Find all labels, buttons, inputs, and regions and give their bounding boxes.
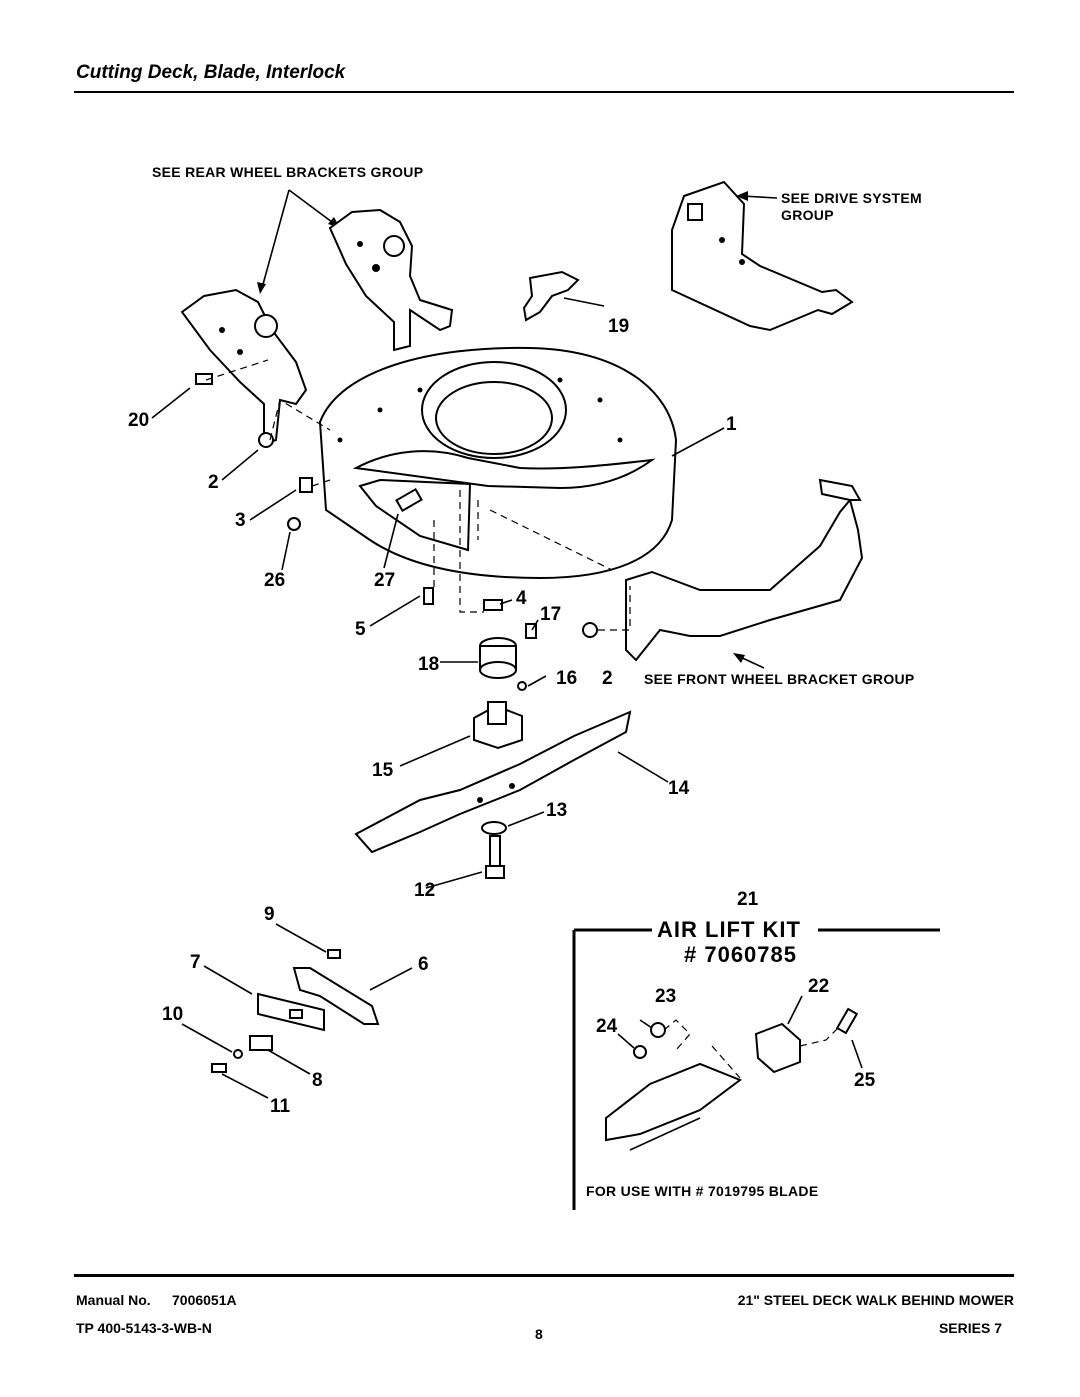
hardware-20-bolt <box>195 373 213 385</box>
drive-note-arrow <box>736 191 778 201</box>
hardware-2-nut-front <box>582 622 598 638</box>
header-rule <box>74 91 1014 93</box>
footer-page-number: 8 <box>535 1326 543 1342</box>
interlock-bracket-6 <box>292 967 380 1025</box>
callout-26: 26 <box>264 570 285 591</box>
washer-13 <box>481 821 507 835</box>
pulley-18 <box>479 637 517 679</box>
leader-lines <box>151 297 725 1099</box>
key-16 <box>517 681 527 691</box>
callout-7: 7 <box>190 952 201 973</box>
hardware-5-bolt <box>423 587 434 605</box>
callout-14: 14 <box>668 778 690 799</box>
callout-20: 20 <box>128 410 149 431</box>
callout-24: 24 <box>596 1016 618 1037</box>
air-lift-kit-usage: FOR USE WITH # 7019795 BLADE <box>586 1183 818 1199</box>
callout-10: 10 <box>162 1004 183 1025</box>
callout-22: 22 <box>808 976 829 997</box>
footer-manual-number: 7006051A <box>172 1292 237 1308</box>
rear-wheel-bracket-right <box>328 208 454 352</box>
hardware-4-bolt <box>483 599 503 611</box>
hardware-17-key <box>525 623 537 639</box>
callout-4: 4 <box>516 588 527 609</box>
interlock-plate-7 <box>257 992 325 1032</box>
hardware-2-nut <box>258 432 274 448</box>
note-drive-system-2: GROUP <box>781 207 834 223</box>
callout-16: 16 <box>556 668 577 689</box>
rear-wheel-bracket-left <box>180 288 308 446</box>
note-front-wheel: SEE FRONT WHEEL BRACKET GROUP <box>644 671 915 687</box>
footer-tp-code: TP 400-5143-3-WB-N <box>76 1320 212 1336</box>
callout-2-front: 2 <box>602 668 613 689</box>
hardware-3-bolt <box>299 477 313 493</box>
footer-rule <box>74 1274 1014 1277</box>
blade-bolt-12 <box>485 835 505 879</box>
screw-9 <box>327 949 341 959</box>
washer-23 <box>650 1022 666 1038</box>
washer-10 <box>233 1049 243 1059</box>
footer-series: SERIES 7 <box>938 1320 1002 1336</box>
callout-1: 1 <box>726 414 737 435</box>
cutting-deck <box>318 346 678 580</box>
air-lift-kit-box: 21 AIR LIFT KIT # 7060785 FOR USE WITH #… <box>572 889 940 1210</box>
note-rear-wheel: SEE REAR WHEEL BRACKETS GROUP <box>152 164 423 180</box>
switch-8 <box>249 1035 273 1051</box>
callout-21: 21 <box>737 889 759 910</box>
blade-end <box>605 1062 743 1142</box>
callout-8: 8 <box>312 1070 323 1091</box>
air-lift-22 <box>754 1022 801 1074</box>
bolt-25 <box>835 1007 859 1035</box>
footer-manual-label: Manual No. <box>76 1292 151 1308</box>
callout-5: 5 <box>355 619 366 640</box>
screw-11 <box>211 1063 227 1073</box>
callout-2: 2 <box>208 472 219 493</box>
callout-23: 23 <box>655 986 676 1007</box>
callout-25: 25 <box>854 1070 876 1091</box>
callout-19: 19 <box>608 316 629 337</box>
part-19-interlock-clip <box>522 270 580 322</box>
hardware-26-washer <box>287 517 301 531</box>
rear-note-arrows <box>257 189 340 294</box>
callout-18: 18 <box>418 654 439 675</box>
callout-3: 3 <box>235 510 246 531</box>
blade-14 <box>354 710 632 854</box>
callout-17: 17 <box>540 604 561 625</box>
callout-6: 6 <box>418 954 429 975</box>
callout-11: 11 <box>270 1096 291 1117</box>
air-lift-kit-number: # 7060785 <box>684 942 797 967</box>
callout-27: 27 <box>374 570 395 591</box>
assembly-guide-lines <box>205 359 631 631</box>
callout-13: 13 <box>546 800 567 821</box>
drive-system-bracket <box>671 180 854 332</box>
note-drive-system-1: SEE DRIVE SYSTEM <box>781 190 922 206</box>
page-title: Cutting Deck, Blade, Interlock <box>76 62 346 83</box>
hardware-27-bolt <box>395 487 423 513</box>
blade-adapter-15 <box>473 701 523 750</box>
callout-9: 9 <box>264 904 275 925</box>
callout-15: 15 <box>372 760 394 781</box>
footer-product: 21" STEEL DECK WALK BEHIND MOWER <box>737 1292 1014 1308</box>
nut-24 <box>633 1045 647 1059</box>
front-shield <box>625 478 864 662</box>
callout-12: 12 <box>414 880 435 901</box>
air-lift-kit-title: AIR LIFT KIT <box>657 917 801 942</box>
front-note-arrow <box>733 653 765 669</box>
